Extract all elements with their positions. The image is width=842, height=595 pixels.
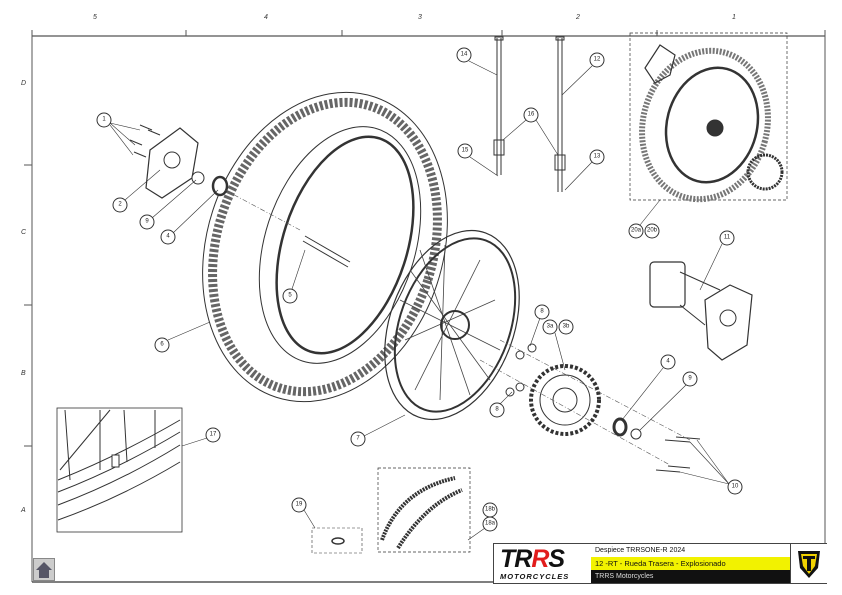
callout-balloon: 15 [457, 143, 473, 159]
tire [202, 91, 448, 403]
callout-balloon: 7 [350, 431, 366, 447]
callout-balloon: 6 [154, 337, 170, 353]
callout-balloon: 20b [644, 223, 660, 239]
callout-balloon: 18b [482, 502, 498, 518]
rim [384, 229, 520, 421]
home-icon [36, 562, 52, 578]
hub [649, 261, 753, 361]
detail-valve [56, 407, 183, 533]
company-name: TRRS Motorcycles [591, 570, 790, 583]
title-block: TRRS MOTORCYCLES Despiece TRRSONE-R 2024… [493, 543, 827, 584]
callout-balloon: 19 [291, 497, 307, 513]
callout-balloon: 12 [589, 52, 605, 68]
row-label: A [21, 507, 26, 514]
logo-subtext: MOTORCYCLES [500, 572, 570, 581]
callout-balloon: 20a [628, 223, 644, 239]
callout-balloon: 1 [96, 112, 112, 128]
callout-balloon: 16 [523, 107, 539, 123]
row-label: B [21, 370, 26, 377]
column-label: 1 [732, 14, 736, 21]
callout-balloon: 8 [534, 304, 550, 320]
spokes [493, 36, 566, 192]
callout-balloon: 17 [205, 427, 221, 443]
column-label: 5 [93, 14, 97, 21]
callout-balloon: 5 [282, 288, 298, 304]
center-lines [479, 339, 691, 466]
callout-balloon: 11 [719, 230, 735, 246]
callout-balloon: 14 [456, 47, 472, 63]
callout-balloon: 8 [489, 402, 505, 418]
callout-balloon: 4 [660, 354, 676, 370]
column-label: 3 [418, 14, 422, 21]
callout-balloon: 18a [482, 516, 498, 532]
brake-disc [129, 124, 229, 199]
leader-lines [109, 60, 730, 541]
callout-balloon: 3a [542, 319, 558, 335]
callout-balloon: 4 [160, 229, 176, 245]
logo-text: TRRS [500, 545, 565, 573]
detail-complete-wheel [629, 32, 788, 203]
trrs-logo: TRRS MOTORCYCLES [494, 544, 591, 583]
row-label: C [21, 229, 27, 236]
home-button[interactable] [33, 558, 55, 581]
column-label: 4 [264, 14, 268, 21]
detail-master-link [311, 527, 363, 554]
callout-balloon: 10 [727, 479, 743, 495]
drawing-title: 12 -RT - Rueda Trasera - Explosionado [591, 557, 790, 570]
axle [302, 235, 351, 268]
trrs-emblem-icon [790, 544, 827, 583]
row-label: D [21, 80, 27, 87]
detail-chain [377, 467, 471, 553]
callout-balloon: 2 [112, 197, 128, 213]
callout-balloon: 3b [558, 319, 574, 335]
callout-balloon: 9 [139, 214, 155, 230]
document-name: Despiece TRRSONE-R 2024 [591, 544, 790, 557]
column-label: 2 [576, 14, 580, 21]
callout-balloon: 13 [589, 149, 605, 165]
callout-balloon: 9 [682, 371, 698, 387]
